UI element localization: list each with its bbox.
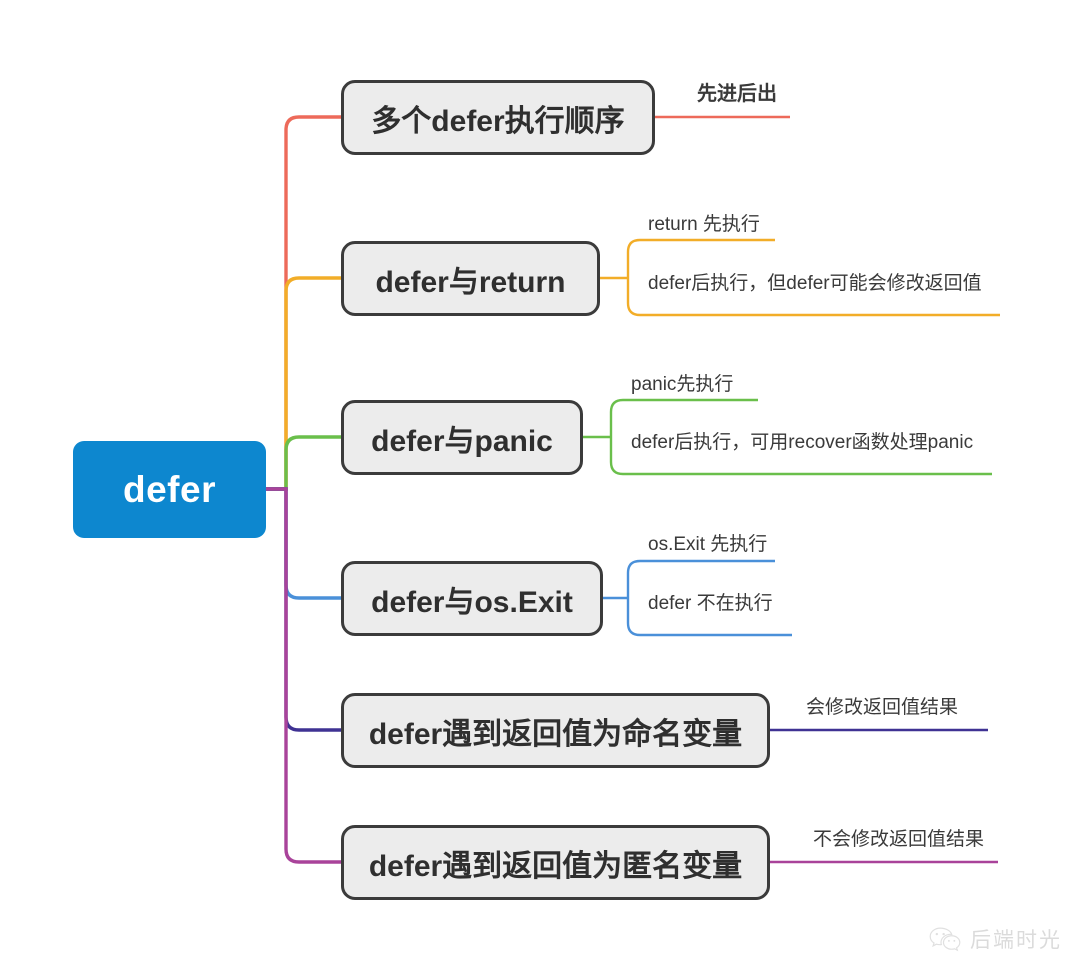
leaf-label-return-first: return 先执行 bbox=[648, 214, 760, 235]
root-label: defer bbox=[123, 468, 216, 510]
leaf-label-modifies-return: 会修改返回值结果 bbox=[806, 697, 959, 718]
topic-node-defer-osexit[interactable]: defer与os.Exit bbox=[341, 561, 603, 636]
topic-label: defer与os.Exit bbox=[371, 585, 573, 619]
leaf-label-defer-after-return: defer后执行，但defer可能会修改返回值 bbox=[648, 273, 982, 294]
topic-label: defer遇到返回值为命名变量 bbox=[368, 717, 743, 751]
wechat-icon bbox=[929, 927, 961, 952]
watermark: 后端时光 bbox=[928, 924, 1062, 954]
topic-node-anonymous-return-var[interactable]: defer遇到返回值为匿名变量 bbox=[341, 825, 770, 900]
topic-label: 多个defer执行顺序 bbox=[371, 104, 625, 138]
leaf-label-defer-after-panic: defer后执行，可用recover函数处理panic bbox=[631, 432, 974, 453]
topic-label: defer遇到返回值为匿名变量 bbox=[368, 849, 743, 883]
leaf-label-osexit-first: os.Exit 先执行 bbox=[648, 534, 768, 555]
leaf-label-panic-first: panic先执行 bbox=[631, 374, 734, 395]
watermark-text: 后端时光 bbox=[970, 929, 1062, 952]
topic-label: defer与panic bbox=[371, 424, 553, 458]
topic-node-named-return-var[interactable]: defer遇到返回值为命名变量 bbox=[341, 693, 770, 768]
topic-node-defer-panic[interactable]: defer与panic bbox=[341, 400, 583, 475]
leaf-label-not-modifies-return: 不会修改返回值结果 bbox=[813, 829, 985, 850]
topic-node-defer-order[interactable]: 多个defer执行顺序 bbox=[341, 80, 655, 155]
leaf-label-defer-not-run: defer 不在执行 bbox=[648, 593, 773, 614]
topic-node-defer-return[interactable]: defer与return bbox=[341, 241, 600, 316]
leaf-label-fifo: 先进后出 bbox=[697, 83, 777, 105]
topic-label: defer与return bbox=[375, 265, 566, 299]
mindmap-root-node[interactable]: defer bbox=[73, 441, 266, 538]
